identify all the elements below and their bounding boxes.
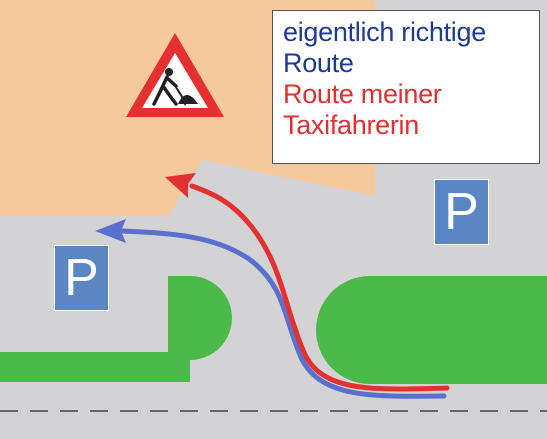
parking-sign-left-label: P [64,249,99,307]
taxi-route-arrowhead [165,173,196,198]
legend-taxi-route-line2: Taxifahrerin [283,110,419,140]
taxi-route-line [189,183,450,392]
legend-taxi-route-line1: Route meiner [283,79,442,109]
roadworks-warning-sign-icon [126,33,224,117]
green-area-left [0,276,232,382]
legend-correct-route-line1: eigentlich richtige [283,17,486,47]
legend-correct-route-line2: Route [283,48,354,78]
green-area-right [316,276,547,384]
parking-sign-left: P [54,245,109,311]
route-legend: eigentlich richtige Route Route meiner T… [272,10,540,164]
correct-route-arrowhead [95,219,126,243]
parking-sign-right-label: P [444,183,479,241]
parking-sign-right: P [434,179,489,245]
correct-route-line [117,228,447,399]
